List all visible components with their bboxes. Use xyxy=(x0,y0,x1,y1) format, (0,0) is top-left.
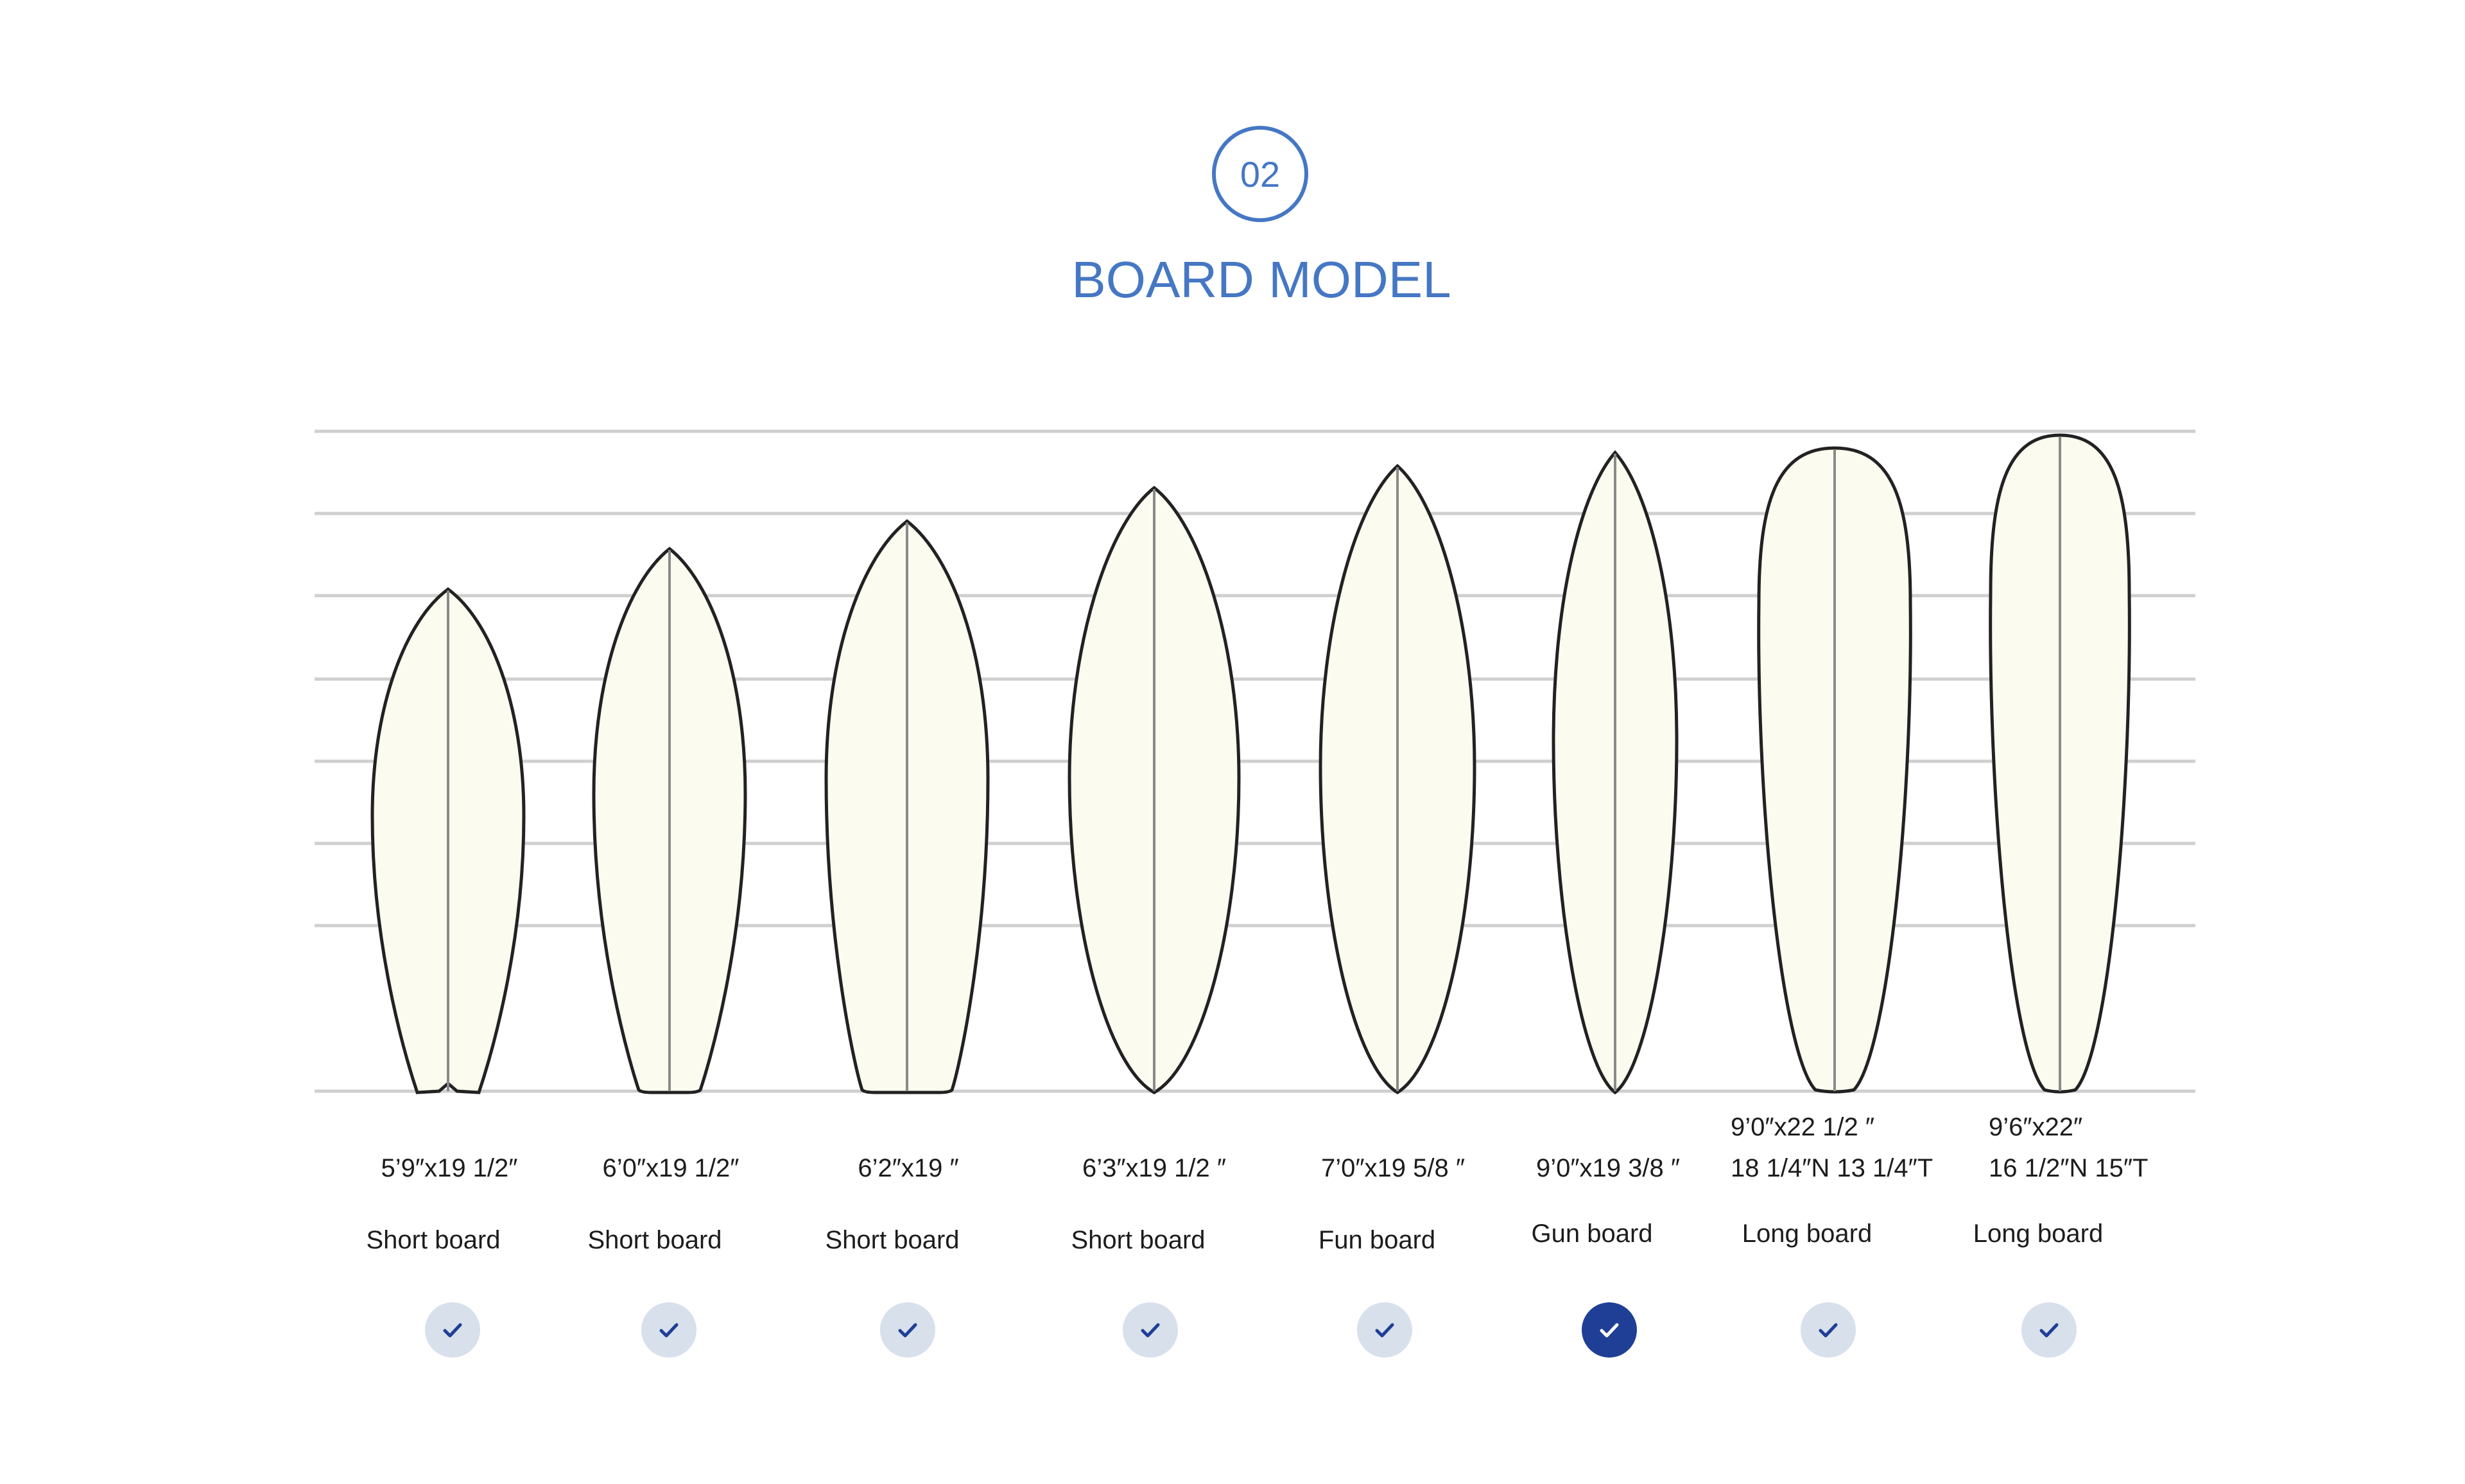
checkmark-icon xyxy=(1819,1323,1838,1338)
board-size-line2: 7’0″x19 5/8 ″ xyxy=(1320,1154,1466,1182)
board-type-label: Short board xyxy=(825,1226,960,1254)
select-board-button[interactable] xyxy=(1801,1302,1856,1358)
select-board-button[interactable] xyxy=(2021,1302,2077,1358)
checkmark-icon xyxy=(2039,1323,2059,1338)
board-size-line2: 5’9″x19 1/2″ xyxy=(381,1154,518,1182)
board-size-line1: 9’0″x22 1/2 ″ xyxy=(1731,1113,1875,1141)
board-size-line2: 16 1/2″N 15″T xyxy=(1989,1154,2149,1182)
board-size-line2: 18 1/4″N 13 1/4″T xyxy=(1731,1154,1933,1182)
board-type-label: Long board xyxy=(1973,1220,2104,1248)
board-type-label: Short board xyxy=(587,1226,722,1254)
checkmark-icon xyxy=(1141,1323,1160,1338)
step-number-badge: 02 xyxy=(1212,126,1308,222)
board-type-label: Gun board xyxy=(1531,1220,1653,1248)
select-board-button[interactable] xyxy=(1582,1302,1637,1358)
board-type-label: Short board xyxy=(366,1226,501,1254)
select-board-button[interactable] xyxy=(1357,1302,1412,1358)
board-type-label: Long board xyxy=(1742,1220,1873,1248)
board-type-label: Short board xyxy=(1071,1226,1206,1254)
section-title: BOARD MODEL xyxy=(1071,251,1451,308)
board-size-line2: 6’2″x19 ″ xyxy=(858,1154,959,1182)
select-board-button[interactable] xyxy=(641,1302,696,1358)
checkmark-icon xyxy=(898,1323,917,1338)
select-board-button[interactable] xyxy=(880,1302,935,1358)
board-size-line2: 6’0″x19 1/2″ xyxy=(602,1154,740,1182)
checkmark-icon xyxy=(1375,1323,1394,1338)
board-type-label: Fun board xyxy=(1318,1226,1436,1254)
select-board-button[interactable] xyxy=(1123,1302,1178,1358)
checkmark-icon xyxy=(659,1323,679,1338)
checkmark-icon xyxy=(443,1323,462,1338)
board-size-line2: 6’3″x19 1/2 ″ xyxy=(1082,1154,1227,1182)
step-number: 02 xyxy=(1240,153,1281,194)
select-board-button[interactable] xyxy=(425,1302,480,1358)
checkmark-icon xyxy=(1600,1323,1619,1338)
board-outlines xyxy=(370,433,2131,1095)
board-size-line1: 9’6″x22″ xyxy=(1989,1113,2083,1141)
board-size-line2: 9’0″x19 3/8 ″ xyxy=(1535,1154,1681,1182)
